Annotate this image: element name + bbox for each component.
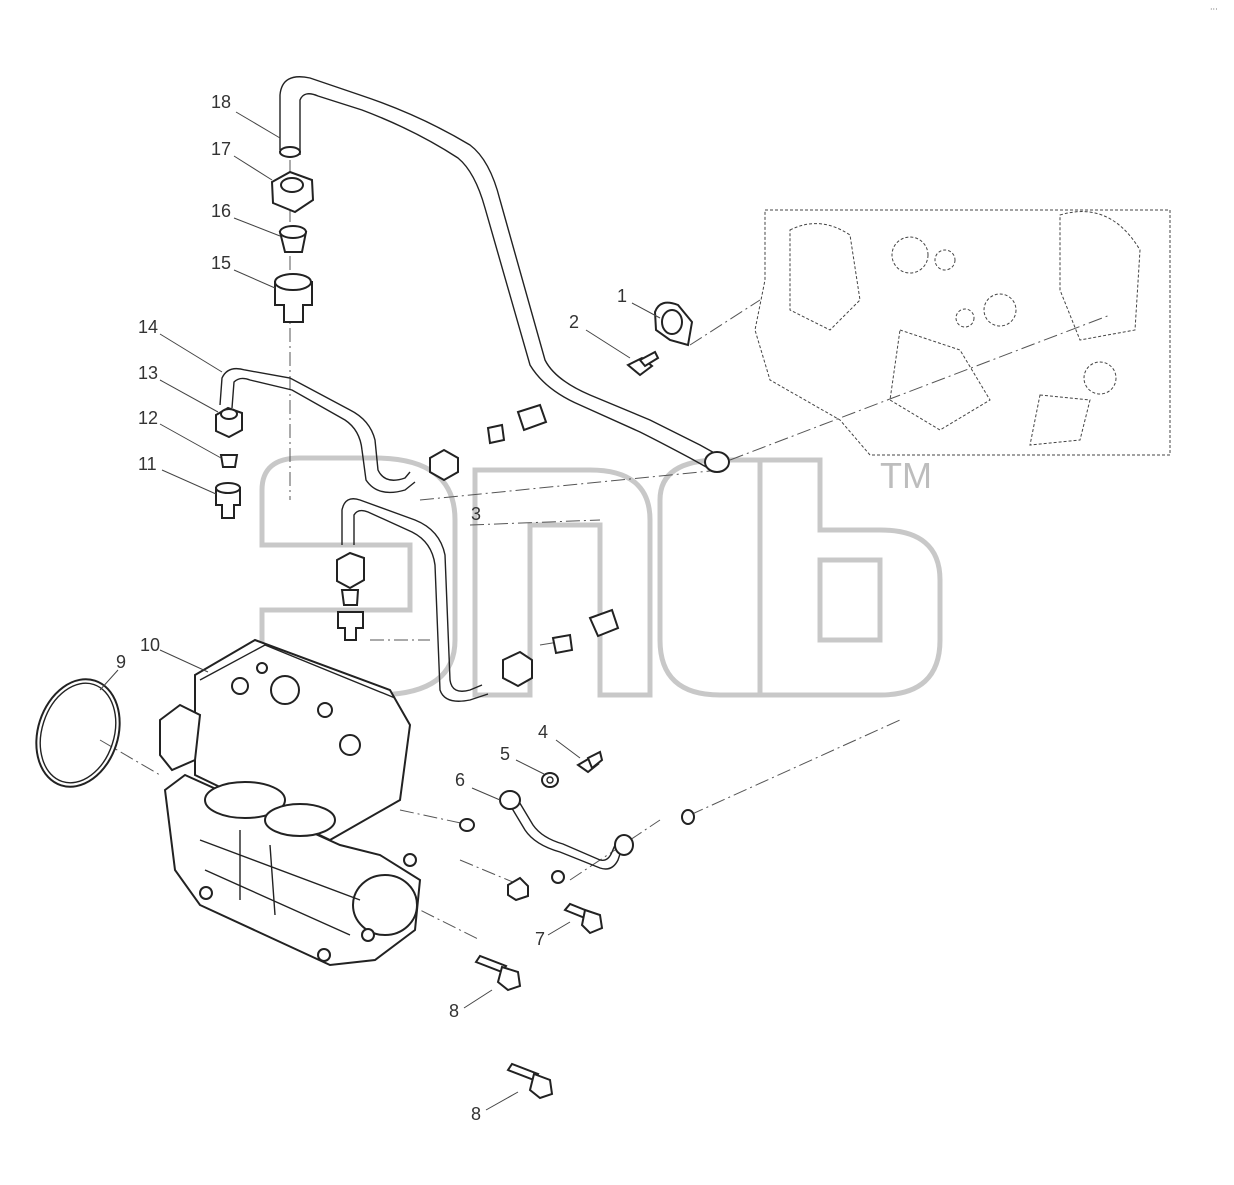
part-13-nut [215,406,243,439]
part-8-screw-lower [506,1062,554,1100]
callout-4: 4 [538,722,548,742]
pipe-3-fittings [336,551,620,688]
callout-12: 12 [138,408,158,428]
washers [459,809,695,902]
callout-5: 5 [500,744,510,764]
part-9-o-ring [35,678,121,788]
callout-13: 13 [138,363,158,383]
part-6-oil-line [499,790,634,870]
callout-1: 1 [617,286,627,306]
corner-mark: ··· [1210,5,1218,14]
part-3-pipe [341,498,489,702]
part-16-sleeve [278,225,308,253]
callout-18: 18 [211,92,231,112]
callout-2: 2 [569,312,579,332]
trademark-symbol: TM [880,455,932,496]
callout-9: 9 [116,652,126,672]
part-18-long-pipe [279,76,730,473]
part-17-nut [270,170,315,214]
part-15-fitting [274,273,313,323]
callout-10: 10 [140,635,160,655]
part-2-bolt [626,350,660,377]
part-8-screw-upper [474,954,522,992]
leader-lines [99,111,661,1111]
callout-11: 11 [138,454,157,474]
callout-3: 3 [471,504,481,524]
callout-8-lower: 8 [471,1104,481,1124]
callout-14: 14 [138,317,158,337]
part-14-small-pipe [219,367,416,494]
callout-6: 6 [455,770,465,790]
part-4-bolt [576,750,604,774]
part-1-clip [653,301,694,347]
pipe-14-fittings [429,403,548,482]
part-5-washer [541,772,559,788]
callout-16: 16 [211,201,231,221]
part-12-olive [219,454,239,468]
engine-block [754,209,1171,456]
callout-8-upper: 8 [449,1001,459,1021]
part-7-screw [563,902,604,935]
callout-17: 17 [211,139,231,159]
callouts: 1 2 3 4 5 6 7 8 8 9 10 11 12 13 14 15 16… [116,92,627,1124]
callout-7: 7 [535,929,545,949]
part-10-compressor [159,638,422,967]
callout-15: 15 [211,253,231,273]
part-11-fitting [215,482,241,519]
